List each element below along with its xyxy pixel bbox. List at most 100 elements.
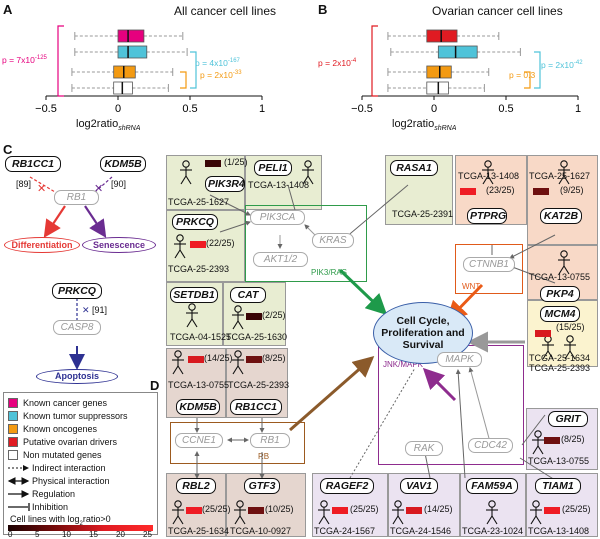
- colorbar-tick: 25: [143, 530, 152, 539]
- count-bar: [533, 188, 549, 195]
- x-tick-label: 0: [115, 103, 121, 115]
- cross-mark-1: ✕: [37, 183, 46, 195]
- patient-icon: [392, 500, 404, 525]
- gene-rasa1: RASA1: [390, 160, 438, 176]
- x-tick-label: 0.5: [498, 103, 513, 115]
- x-tick-label: 0.5: [182, 103, 197, 115]
- count-bar: [406, 507, 422, 514]
- box: [437, 45, 478, 59]
- patient-icon: [486, 500, 498, 525]
- gene-kras: KRAS: [312, 233, 354, 248]
- count-bar: [190, 241, 206, 248]
- count-label: (22/25): [206, 238, 235, 248]
- patient-icon: [530, 500, 542, 525]
- gene-prkcq: PRKCQ: [172, 214, 218, 230]
- gene-rb1-c: RB1: [54, 190, 99, 205]
- patient-icon: [558, 250, 570, 275]
- cell-line-label: TCGA-23-1024: [462, 526, 524, 536]
- panel-c-letter: C: [3, 142, 13, 157]
- cell-line-label: TCGA-13-0755: [528, 456, 590, 466]
- legend-box: [3, 392, 158, 535]
- patient-icon: [532, 430, 544, 455]
- count-label: (15/25): [556, 322, 585, 332]
- gene-tiam1: TIAM1: [535, 478, 581, 494]
- panel-a-title: All cancer cell lines: [173, 4, 277, 18]
- count-bar: [544, 507, 560, 514]
- panel-b-xlabel: log2ratioshRNA: [392, 118, 457, 133]
- legend-ovarian: Putative ovarian drivers: [23, 437, 118, 447]
- gene-rak: RAK: [405, 441, 443, 456]
- panel-b-title: Ovarian cancer cell lines: [432, 4, 563, 18]
- bracket-cancer: [371, 25, 378, 97]
- gene-mcm4: MCM4: [540, 306, 580, 322]
- bracket-tsg: [534, 51, 541, 89]
- patient-icon: [234, 500, 246, 525]
- colorbar-tick: 5: [35, 530, 40, 539]
- gene-pik3r4: PIK3R4: [205, 176, 245, 192]
- x-tick-label: −0.5: [351, 103, 373, 115]
- colorbar-title: Cell lines with log2ratio>0: [10, 514, 111, 527]
- legend-physical: Physical interaction: [32, 476, 110, 486]
- gene-fam59a: FAM59A: [466, 478, 518, 494]
- legend-nonmut: Non mutated genes: [23, 450, 102, 460]
- cell-line-label: TCGA-13-1408: [458, 171, 520, 181]
- colorbar-tick: 10: [62, 530, 71, 539]
- count-label: (1/25): [224, 157, 248, 167]
- gene-cdc42: CDC42: [468, 438, 513, 453]
- x-tick-label: 0: [431, 103, 437, 115]
- gene-kdm5b: KDM5B: [176, 399, 220, 415]
- panel-c-arrows: ✕ ✕: [29, 176, 113, 370]
- colorbar-tick: 0: [8, 530, 13, 539]
- cell-line-label: TCGA-13-1408: [528, 526, 590, 536]
- x-tick-label: −0.5: [35, 103, 57, 115]
- count-label: (8/25): [262, 353, 286, 363]
- ref-91: ✕ [91]: [82, 305, 108, 315]
- legend-indirect: Indirect interaction: [32, 463, 106, 473]
- gene-peli1: PELI1: [254, 160, 292, 176]
- ref-90: [90]: [111, 179, 127, 189]
- box: [117, 45, 148, 59]
- cell-line-label: TCGA-25-1627: [529, 171, 591, 181]
- panel-a-letter: A: [3, 2, 13, 17]
- pathway-rb-label: RB: [258, 452, 270, 461]
- legend-onc: Known oncogenes: [23, 424, 98, 434]
- panel-b-p-cancer: p = 2x10-4: [318, 58, 357, 68]
- count-bar: [186, 507, 202, 514]
- patient-icon: [232, 305, 244, 330]
- count-label: (14/25): [424, 504, 453, 514]
- panel-a-p-tsg: p = 4x10-167: [195, 58, 240, 68]
- count-bar: [248, 507, 264, 514]
- cell-line-label: TCGA-25-1627: [168, 197, 230, 207]
- cell-line-label: TCGA-04-1525: [170, 332, 232, 342]
- apoptosis-node: Apoptosis: [36, 369, 118, 384]
- panel-d-letter: D: [150, 378, 160, 393]
- bracket-onc: [524, 71, 531, 89]
- pathway-wnt-label: WNT: [462, 282, 481, 291]
- count-label: (9/25): [560, 185, 584, 195]
- cell-line-label: TCGA-13-1408: [248, 180, 310, 190]
- count-label: (25/25): [202, 504, 231, 514]
- cell-line-label: TCGA-25-2391: [392, 209, 454, 219]
- count-bar: [460, 188, 476, 195]
- gene-pkp4: PKP4: [540, 286, 580, 302]
- cross-mark-2: ✕: [94, 183, 103, 195]
- differentiation-node: Differentiation: [4, 237, 80, 253]
- pathway-mapk-label: JNK/MAPK: [383, 360, 424, 369]
- gene-kat2b: KAT2B: [540, 208, 582, 224]
- cell-line-label: TCGA-10-0927: [230, 526, 292, 536]
- count-bar: [246, 313, 262, 320]
- gene-rb1-d: RB1: [250, 433, 290, 448]
- count-label: (8/25): [561, 434, 585, 444]
- count-bar: [544, 437, 560, 444]
- cell-line-label: TCGA-13-0755: [168, 380, 230, 390]
- panel-b-p-tsg: p = 2x10-42: [541, 60, 583, 70]
- patient-icon: [318, 500, 330, 525]
- gene-mapk: MAPK: [437, 352, 482, 367]
- legend-swatch-cancer: [8, 398, 18, 408]
- gene-cat: CAT: [230, 287, 266, 303]
- legend-cancer: Known cancer genes: [23, 398, 108, 408]
- count-label: (23/25): [486, 185, 515, 195]
- gene-ptprg: PTPRG: [467, 208, 507, 224]
- patient-icon: [558, 160, 570, 185]
